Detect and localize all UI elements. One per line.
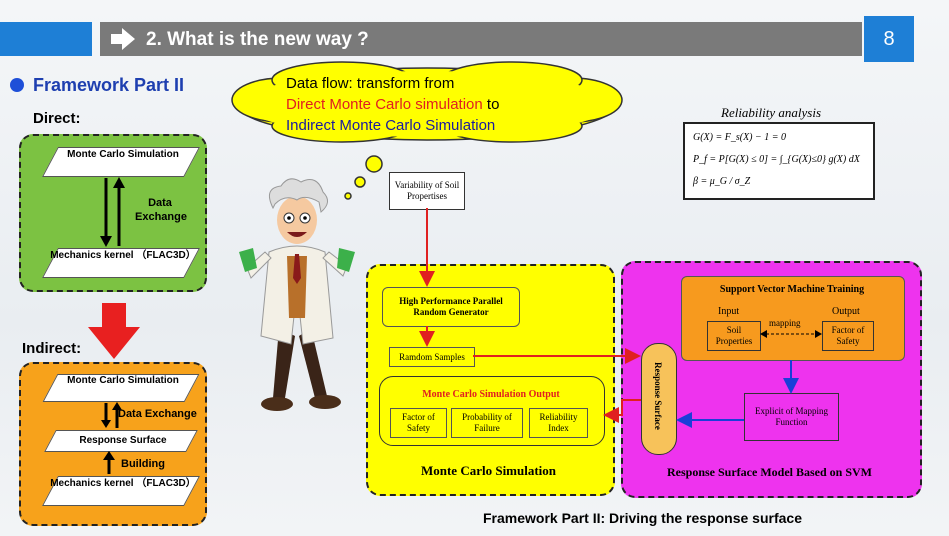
building-label: Building [121, 458, 165, 470]
cloud-line1: Data flow: transform from [286, 75, 455, 92]
direct-label: Direct: [33, 110, 81, 127]
output-reliability-index-label: Reliability Index [539, 412, 578, 433]
cloud-text: Data flow: transform from Direct Monte C… [286, 73, 499, 136]
cloud-line2-tail: to [482, 96, 500, 113]
building-arrow-icon [103, 451, 115, 474]
random-samples-box: Ramdom Samples [389, 347, 475, 367]
formula-eq3: β = μ_G / σ_Z [693, 176, 751, 187]
formula-eq2: P_f = P[G(X) ≤ 0] = ∫_{G(X)≤0} g(X) dX [693, 154, 860, 165]
variability-box: Variability of Soil Propertises [389, 172, 465, 210]
random-generator-box: High Performance Parallel Random Generat… [382, 287, 520, 327]
page-number: 8 [864, 16, 914, 62]
output-probability-failure: Probability of Failure [451, 408, 523, 438]
output-reliability-index: Reliability Index [529, 408, 588, 438]
header-bar [100, 22, 862, 56]
direct-exchange-label: Data Exchange [135, 197, 187, 223]
scientist-illustration [239, 178, 355, 411]
indirect-exchange-arrows [101, 402, 122, 428]
svm-input-label: Input [718, 306, 740, 317]
random-generator-label: High Performance Parallel Random Generat… [399, 296, 503, 317]
output-factor-safety-label: Factor of Safety [402, 412, 435, 433]
arrow-right-icon [111, 28, 135, 50]
indirect-mcs-label: Monte Carlo Simulation [67, 375, 179, 386]
explicit-mapping-box: Explicit of Mapping Function [744, 393, 839, 441]
indirect-kernel-label: Mechanics kernel （FLAC3D） [50, 478, 196, 489]
explicit-mapping-label: Explicit of Mapping Function [755, 406, 828, 427]
formula-eq1: G(X) = F_s(X) − 1 = 0 [693, 132, 787, 143]
reliability-formula-box: G(X) = F_s(X) − 1 = 0 P_f = P[G(X) ≤ 0] … [683, 122, 875, 200]
variability-label: Variability of Soil Propertises [394, 180, 460, 201]
indirect-exchange-label: Data Exchange [118, 408, 197, 420]
direct-mcs-label: Monte Carlo Simulation [67, 149, 179, 160]
direct-kernel-label: Mechanics kernel （FLAC3D） [50, 250, 196, 261]
direct-exchange-arrows [100, 177, 125, 247]
mcs-output-title: Monte Carlo Simulation Output [422, 389, 560, 400]
output-probability-failure-label: Probability of Failure [462, 412, 512, 433]
svm-training-title: Support Vector Machine Training [719, 284, 865, 295]
cloud-line2: Direct Monte Carlo simulation to [286, 94, 499, 115]
mcs-panel-label: Monte Carlo Simulation [420, 463, 557, 478]
cloud-direct-mcs: Direct Monte Carlo simulation [286, 96, 483, 113]
soil-properties-label: Soil Properties [715, 325, 753, 346]
svm-output-label: Output [832, 306, 860, 317]
factor-safety-label: Factor of Safety [831, 325, 865, 346]
section-title: Framework Part II [33, 75, 185, 95]
cloud-line3: Indirect Monte Carlo Simulation [286, 117, 496, 134]
indirect-label: Indirect: [22, 340, 82, 357]
response-surface-pill [641, 343, 677, 455]
slide-title: 2. What is the new way ? [146, 29, 369, 50]
soil-properties-box: Soil Properties [707, 321, 761, 351]
bullet-dot-icon [10, 78, 24, 92]
factor-safety-box: Factor of Safety [822, 321, 874, 351]
mapping-arrow-icon [760, 330, 822, 338]
svm-panel-label: Response Surface Model Based on SVM [666, 465, 872, 479]
header-accent-block [0, 22, 92, 56]
red-down-arrow-icon [88, 303, 140, 359]
thought-cloud [231, 61, 623, 200]
output-factor-safety: Factor of Safety [390, 408, 447, 438]
reliability-title: Reliability analysis [721, 105, 822, 120]
indirect-rs-label: Response Surface [79, 435, 167, 446]
response-surface-label: Response Surface [653, 362, 663, 430]
svm-mapping-label: mapping [769, 318, 801, 328]
random-samples-label: Ramdom Samples [399, 351, 465, 362]
figure-caption: Framework Part II: Driving the response … [483, 510, 802, 526]
